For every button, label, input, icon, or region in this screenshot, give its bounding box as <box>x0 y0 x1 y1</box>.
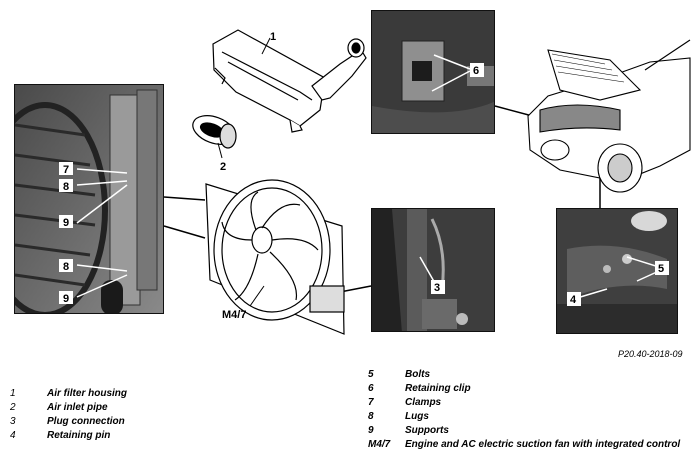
callout-9-lower: 9 <box>63 293 69 305</box>
legend-item: M4/7 Engine and AC electric suction fan … <box>368 439 698 453</box>
legend-text: Clamps <box>405 397 442 408</box>
callout-9: 9 <box>63 217 69 229</box>
legend-text: Engine and AC electric suction fan with … <box>405 439 681 450</box>
photo-plug-connection: 3 <box>371 208 495 332</box>
legend-right: 5 Bolts 6 Retaining clip 7 Clamps 8 Lugs… <box>368 369 698 453</box>
legend-text: Supports <box>405 425 449 436</box>
exploded-view-drawing: 1 2 M4/7 <box>163 29 691 335</box>
air-inlet-pipe <box>192 115 237 149</box>
legend-text: Plug connection <box>47 416 125 427</box>
legend-number: 1 <box>10 388 16 399</box>
legend-number: 2 <box>10 402 16 413</box>
reference-code: P20.40-2018-09 <box>618 349 683 359</box>
callout-8-lower: 8 <box>63 261 69 273</box>
air-inlet-duct <box>311 38 367 101</box>
plug-connection-image: 3 <box>372 209 494 331</box>
legend-number: 7 <box>368 397 374 408</box>
legend-item: 8 Lugs <box>368 411 698 425</box>
legend-item: 6 Retaining clip <box>368 383 698 397</box>
legend-number: 3 <box>10 416 16 427</box>
callout-4: 4 <box>570 294 577 306</box>
legend-number: 5 <box>368 369 374 380</box>
legend-item: 7 Clamps <box>368 397 698 411</box>
radiator-detail-image: 7 8 9 8 9 <box>15 85 163 313</box>
legend-number: 8 <box>368 411 374 422</box>
legend-number: 4 <box>10 430 16 441</box>
legend-text: Lugs <box>405 411 429 422</box>
electric-suction-fan <box>205 179 345 335</box>
callout-2: 2 <box>220 161 226 173</box>
air-filter-housing <box>212 29 326 133</box>
legend-item: 3 Plug connection <box>10 416 310 430</box>
bolts-image: 5 4 <box>557 209 677 333</box>
callout-7: 7 <box>63 164 69 176</box>
legend-item: 4 Retaining pin <box>10 430 310 444</box>
callout-8: 8 <box>63 181 69 193</box>
legend-number: 6 <box>368 383 374 394</box>
callout-m47: M4/7 <box>222 309 246 321</box>
photo-bolts: 5 4 <box>556 208 678 334</box>
legend-item: 1 Air filter housing <box>10 388 310 402</box>
retaining-clip-image: 6 <box>372 11 494 133</box>
legend-item: 9 Supports <box>368 425 698 439</box>
legend-text: Retaining clip <box>405 383 471 394</box>
legend-left: 1 Air filter housing 2 Air inlet pipe 3 … <box>10 388 310 444</box>
legend-number: 9 <box>368 425 374 436</box>
photo-radiator-detail: 7 8 9 8 9 <box>14 84 164 314</box>
legend-number: M4/7 <box>368 439 391 450</box>
legend-item: 5 Bolts <box>368 369 698 383</box>
legend-text: Retaining pin <box>47 430 111 441</box>
callout-6: 6 <box>473 65 479 77</box>
callout-5: 5 <box>658 263 664 275</box>
callout-1: 1 <box>270 31 276 43</box>
vehicle-sketch <box>527 39 691 193</box>
photo-retaining-clip: 6 <box>371 10 495 134</box>
legend-text: Air filter housing <box>47 388 127 399</box>
legend-text: Air inlet pipe <box>47 402 108 413</box>
callout-3: 3 <box>434 282 440 294</box>
legend-text: Bolts <box>405 369 430 380</box>
legend-item: 2 Air inlet pipe <box>10 402 310 416</box>
